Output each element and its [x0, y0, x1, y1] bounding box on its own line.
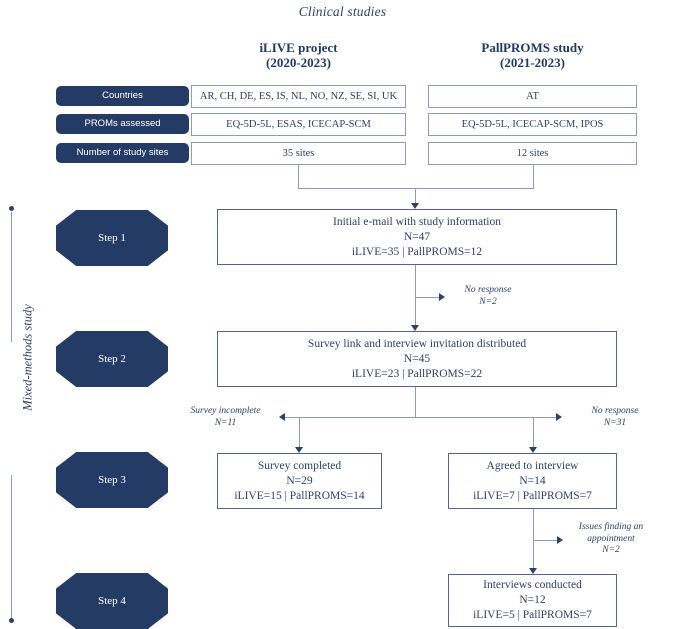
- flow-box-step1-line1: Initial e-mail with study information: [333, 215, 501, 228]
- connector-no-response-1: [415, 297, 440, 298]
- column-header-pallproms: PallPROMS study (2021-2023): [428, 40, 637, 70]
- row-label-countries: Countries: [56, 86, 189, 106]
- flow-box-survey-completed: Survey completed N=29 iLIVE=15 | PallPRO…: [217, 453, 382, 509]
- annotation-no-response-2-reason: No response: [591, 406, 639, 416]
- page-title: Clinical studies: [298, 4, 387, 19]
- annotation-appointment-issues: Issues finding an appointment N=2: [566, 522, 656, 557]
- connector-appointment-issues: [533, 540, 558, 541]
- flow-box-step4-line2: N=12: [519, 594, 546, 606]
- row-label-study-sites: Number of study sites: [56, 143, 189, 163]
- flow-box-step2-line3: iLIVE=23 | PallPROMS=22: [351, 367, 483, 380]
- arrowhead-no-response-1: [439, 293, 445, 301]
- column-header-pallproms-name: PallPROMS study: [481, 40, 584, 55]
- arrowhead-to-step2: [411, 325, 419, 331]
- connector-to-survey-completed: [299, 417, 300, 450]
- annotation-no-response-1: No response N=2: [448, 285, 528, 308]
- arrowhead-to-survey-completed: [295, 447, 303, 453]
- connector-merge-to-step1: [415, 188, 416, 206]
- arrowhead-to-step4: [529, 568, 537, 574]
- column-header-ilive: iLIVE project (2020-2023): [191, 40, 406, 70]
- value-pallproms-countries: AT: [428, 85, 637, 108]
- annotation-survey-incomplete: Survey incomplete N=11: [178, 406, 273, 429]
- column-header-ilive-period: (2020-2023): [266, 55, 331, 70]
- connector-to-agreed-interview: [533, 417, 534, 450]
- value-pallproms-proms: EQ-5D-5L, ICECAP-SCM, IPOS: [428, 113, 637, 136]
- annotation-survey-incomplete-count: N=11: [214, 417, 237, 428]
- arrowhead-no-response-2: [556, 413, 562, 421]
- flow-box-agreed-interview-line3: iLIVE=7 | PallPROMS=7: [473, 489, 592, 502]
- flow-box-step2: Survey link and interview invitation dis…: [217, 331, 617, 387]
- value-ilive-sites: 35 sites: [191, 142, 406, 165]
- flow-box-step2-line1: Survey link and interview invitation dis…: [307, 337, 527, 350]
- axis-line-lower: [11, 475, 12, 619]
- arrowhead-appointment-issues: [557, 536, 563, 544]
- annotation-no-response-2: No response N=31: [570, 406, 660, 429]
- flow-box-survey-completed-line3: iLIVE=15 | PallPROMS=14: [234, 489, 365, 502]
- axis-dot-bottom: [9, 618, 14, 623]
- flow-box-agreed-interview-line1: Agreed to interview: [486, 459, 579, 472]
- arrowhead-to-agreed-interview: [529, 447, 537, 453]
- annotation-no-response-2-count: N=31: [603, 417, 627, 428]
- axis-label-mixed-methods-study: Mixed-methods study: [20, 304, 35, 411]
- connector-merge-horizontal: [298, 188, 534, 189]
- flow-box-step1: Initial e-mail with study information N=…: [217, 209, 617, 265]
- step-badge-2: Step 2: [56, 331, 168, 387]
- flow-box-step1-line2: N=47: [403, 230, 431, 243]
- flow-box-survey-completed-line1: Survey completed: [257, 459, 342, 472]
- axis-line-upper: [11, 212, 12, 342]
- step-badge-3: Step 3: [56, 452, 168, 508]
- flow-box-step4-line3: iLIVE=5 | PallPROMS=7: [473, 609, 592, 621]
- value-ilive-proms: EQ-5D-5L, ESAS, ICECAP-SCM: [191, 113, 406, 136]
- annotation-survey-incomplete-reason: Survey incomplete: [190, 406, 261, 416]
- axis-dot-top: [9, 206, 14, 211]
- step-badge-4: Step 4: [56, 573, 168, 629]
- row-label-proms-assessed: PROMs assessed: [56, 114, 189, 134]
- flow-box-step4-line1: Interviews conducted: [483, 579, 582, 591]
- connector-ilive-down: [298, 165, 299, 188]
- arrowhead-survey-incomplete: [279, 413, 285, 421]
- connector-pallproms-down: [533, 165, 534, 188]
- annotation-no-response-1-count: N=2: [479, 296, 497, 307]
- step-badge-1: Step 1: [56, 210, 168, 266]
- connector-step1-step2: [415, 265, 416, 328]
- flow-box-agreed-interview: Agreed to interview N=14 iLIVE=7 | PallP…: [448, 453, 617, 509]
- connector-step2-split: [415, 387, 416, 417]
- annotation-appointment-issues-reason: Issues finding an appointment: [578, 522, 644, 544]
- value-pallproms-sites: 12 sites: [428, 142, 637, 165]
- flow-box-agreed-interview-line2: N=14: [519, 474, 546, 487]
- annotation-appointment-issues-count: N=2: [602, 545, 620, 555]
- column-header-ilive-name: iLIVE project: [259, 40, 338, 55]
- value-ilive-countries: AR, CH, DE, ES, IS, NL, NO, NZ, SE, SI, …: [191, 85, 406, 108]
- flow-box-survey-completed-line2: N=29: [286, 474, 313, 487]
- connector-step3-split-horizontal: [285, 417, 557, 418]
- arrowhead-to-step1: [411, 203, 419, 209]
- flow-box-step4: Interviews conducted N=12 iLIVE=5 | Pall…: [448, 574, 617, 627]
- flow-box-step1-line3: iLIVE=35 | PallPROMS=12: [351, 245, 483, 258]
- column-header-pallproms-period: (2021-2023): [500, 55, 565, 70]
- annotation-no-response-1-reason: No response: [464, 285, 512, 295]
- flow-box-step2-line2: N=45: [403, 352, 431, 365]
